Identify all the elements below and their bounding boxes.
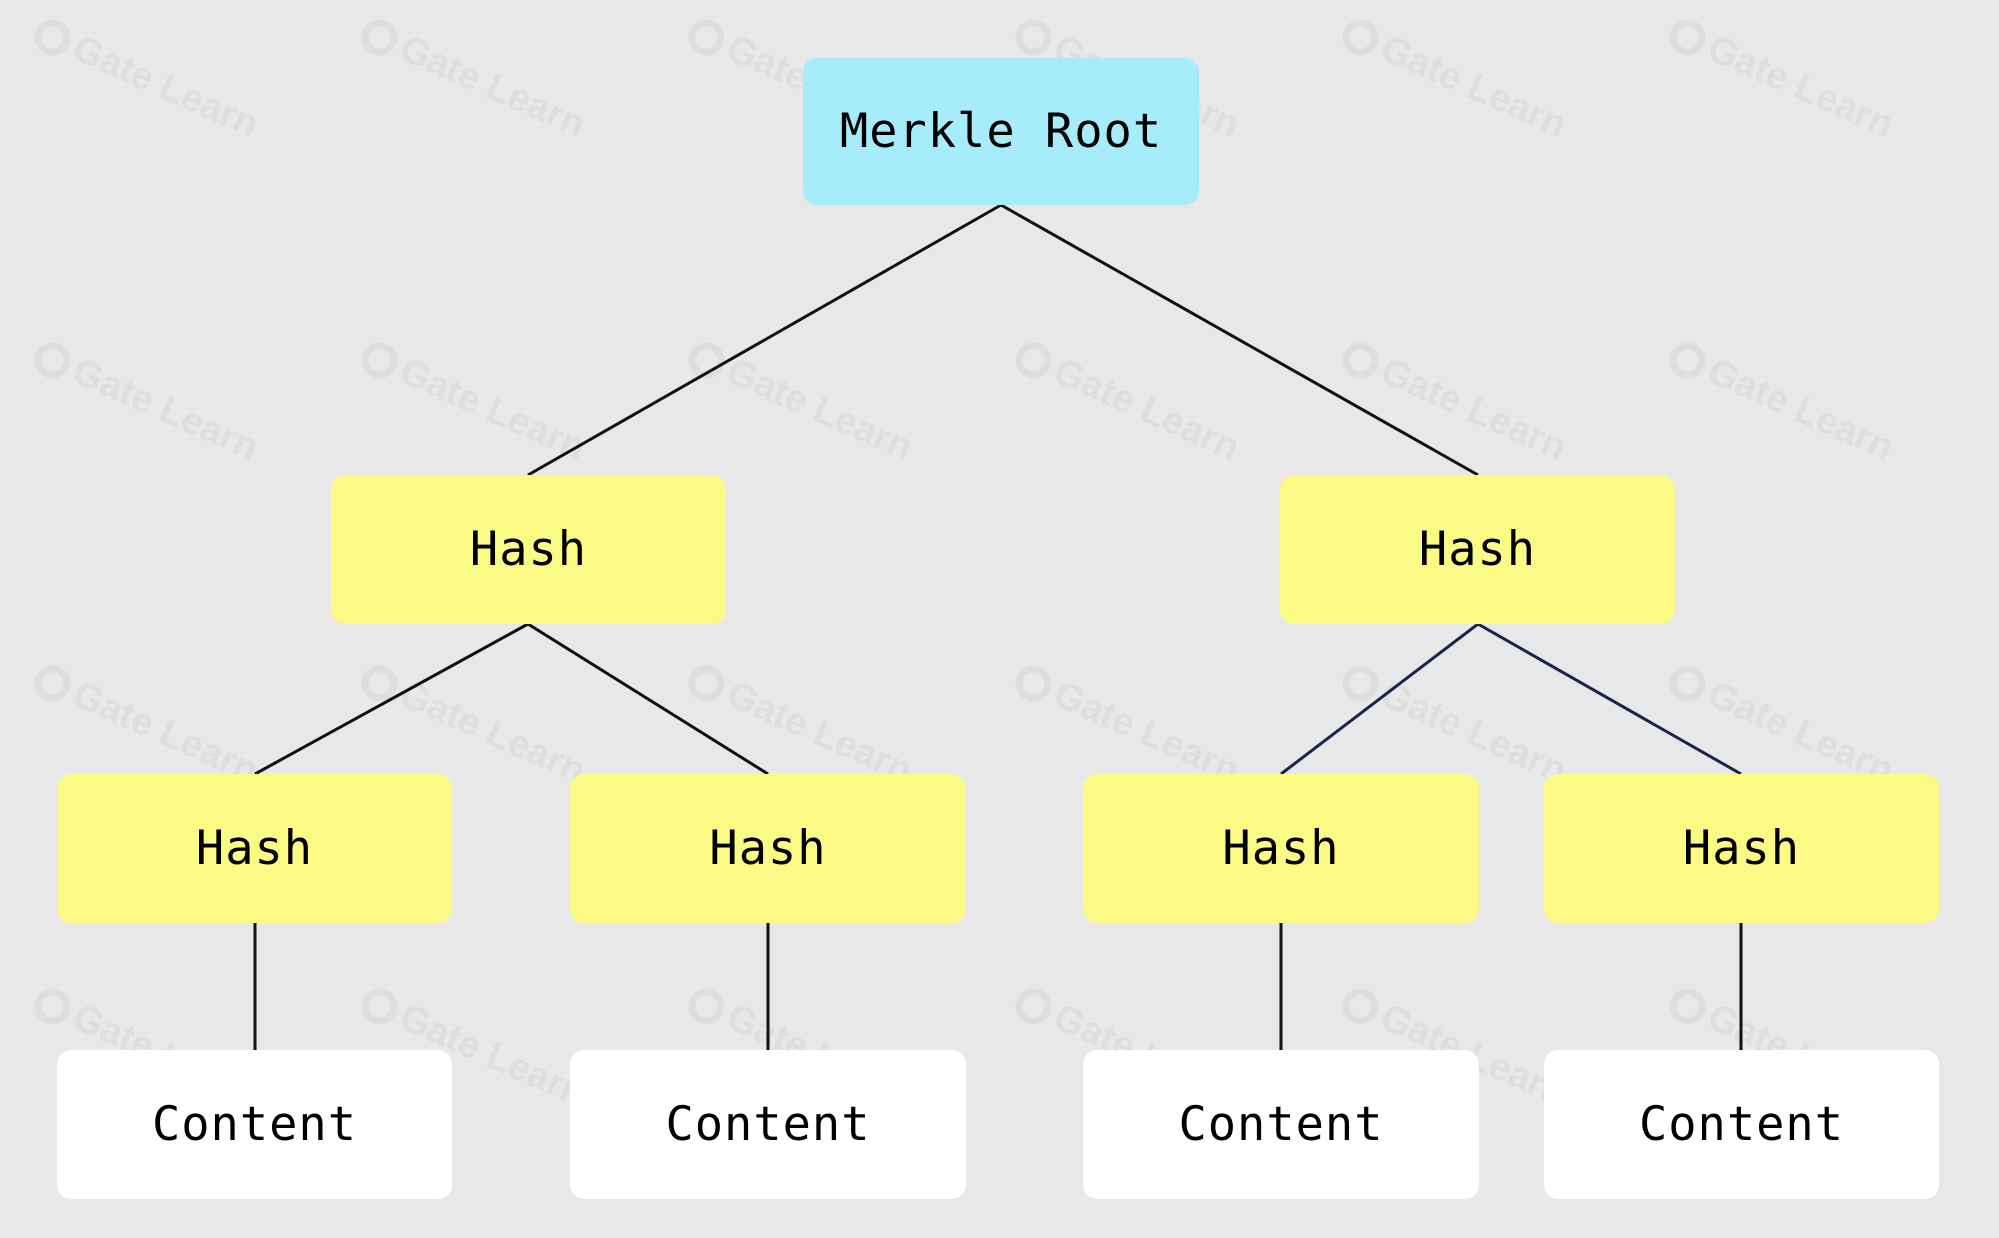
content-leaf-4: Content	[1544, 1050, 1939, 1199]
edge-hash-right-to-hash-rr	[1477, 622, 1742, 776]
hash-node-level1-left: Hash	[331, 475, 726, 624]
content-label: Content	[665, 1097, 871, 1152]
hash-node-level2-2: Hash	[570, 774, 966, 923]
content-label: Content	[151, 1097, 358, 1152]
hash-label: Hash	[1418, 522, 1537, 577]
hash-node-level1-right: Hash	[1280, 475, 1675, 624]
hash-node-level2-4: Hash	[1544, 774, 1939, 923]
content-label: Content	[1178, 1097, 1384, 1152]
edge-hash-right-to-hash-rl	[1280, 622, 1479, 776]
hash-label: Hash	[469, 522, 588, 577]
content-leaf-2: Content	[570, 1050, 966, 1199]
hash-label: Hash	[1222, 821, 1340, 876]
hash-label: Hash	[1682, 821, 1801, 876]
merkle-root-node: Merkle Root	[803, 58, 1199, 205]
content-leaf-3: Content	[1083, 1050, 1479, 1199]
edge-hash-left-to-hash-lr	[527, 622, 769, 776]
hash-label: Hash	[709, 821, 827, 876]
hash-label: Hash	[195, 821, 314, 876]
merkle-root-label: Merkle Root	[839, 104, 1163, 159]
edge-root-to-hash-left	[527, 203, 1002, 477]
content-label: Content	[1638, 1097, 1845, 1152]
edge-root-to-hash-right	[1000, 203, 1479, 477]
hash-node-level2-1: Hash	[57, 774, 452, 923]
hash-node-level2-3: Hash	[1083, 774, 1479, 923]
content-leaf-1: Content	[57, 1050, 452, 1199]
edge-hash-left-to-hash-ll	[254, 622, 529, 776]
